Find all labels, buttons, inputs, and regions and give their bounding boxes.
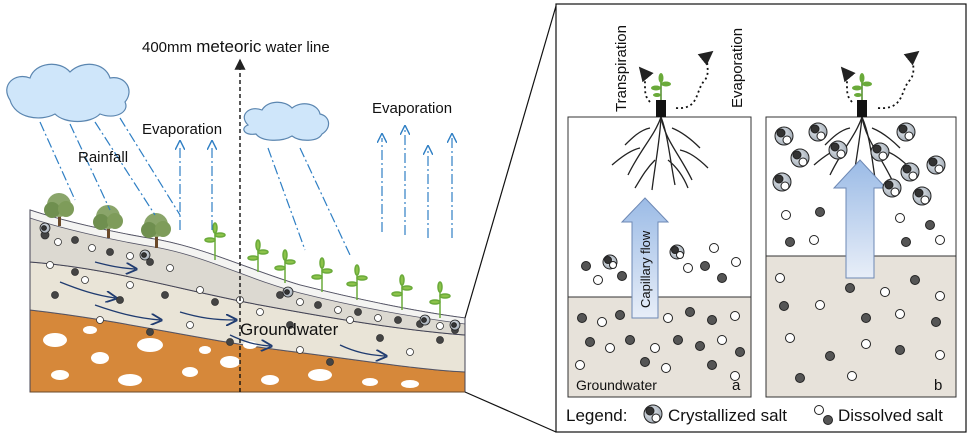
transpiration-arrow xyxy=(638,50,714,109)
panel-a-letter: a xyxy=(732,377,741,394)
rainfall-label: Rainfall xyxy=(78,149,128,166)
soil-salts xyxy=(40,230,459,366)
evaporation-right-label: Evaporation xyxy=(372,100,452,117)
crop-icon xyxy=(204,222,226,260)
capillary-arrow-large xyxy=(832,159,888,279)
landscape xyxy=(6,58,466,393)
panel-b-groundwater xyxy=(765,255,957,398)
panel-a-salts xyxy=(575,243,745,381)
crop-icon xyxy=(429,281,451,318)
crystallized-salt-icon xyxy=(643,404,663,424)
crop-icon xyxy=(391,274,413,310)
panel-b-letter: b xyxy=(934,377,942,394)
inset-connector xyxy=(464,5,557,433)
groundwater-flow-arrows xyxy=(59,261,385,356)
capillary-flow-arrow: Capillary flow xyxy=(620,197,670,319)
dissolved-salt-icon xyxy=(814,405,833,425)
crop-icon xyxy=(274,249,296,283)
panel-a: Transpiration Evaporation Capillary flow xyxy=(567,25,752,398)
trees xyxy=(44,193,171,248)
panel-b: b xyxy=(765,50,957,398)
transpiration-label: Transpiration xyxy=(613,25,630,112)
panel-a-groundwater-label: Groundwater xyxy=(576,377,657,393)
rainfall-lines xyxy=(39,117,351,256)
tree-icon xyxy=(44,193,74,226)
roots xyxy=(611,116,709,191)
crop-icon xyxy=(247,239,269,272)
legend-dissolved: Dissolved salt xyxy=(838,406,943,425)
cloud-icon xyxy=(6,63,130,123)
legend-title: Legend: xyxy=(566,406,627,425)
tree-icon xyxy=(93,205,123,238)
tree-icon xyxy=(141,213,171,248)
inset-panel: Transpiration Evaporation Capillary flow xyxy=(555,3,967,433)
svg-text:Capillary flow: Capillary flow xyxy=(638,230,653,308)
plant-icon xyxy=(852,73,872,117)
groundwater-label: Groundwater xyxy=(240,320,339,339)
surface-crystallized-salts xyxy=(39,222,461,331)
plant-icon xyxy=(651,73,671,117)
evaporation-arrows xyxy=(180,130,452,238)
crops xyxy=(204,222,451,318)
evaporation-left-label: Evaporation xyxy=(142,121,222,138)
panel-b-salts xyxy=(772,122,946,383)
meteoric-line-label: 400mm meteoric water line xyxy=(142,37,330,56)
legend-crystallized: Crystallized salt xyxy=(668,406,787,425)
legend: Legend: Crystallized salt Dissolved salt xyxy=(566,404,943,425)
cloud-icon xyxy=(243,101,330,141)
panel-b-evap-arrows xyxy=(840,50,920,109)
crop-icon xyxy=(346,264,368,300)
crop-icon xyxy=(311,257,333,292)
evaporation-panel-label: Evaporation xyxy=(729,28,746,108)
pebbles xyxy=(43,326,419,388)
